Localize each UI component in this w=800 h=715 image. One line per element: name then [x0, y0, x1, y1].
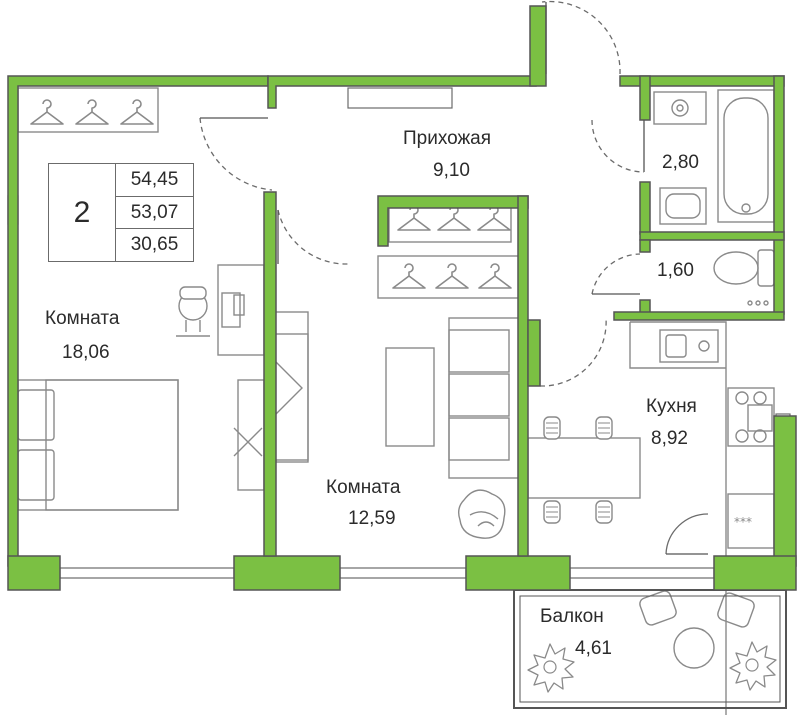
kitchen-name: Кухня [646, 396, 697, 417]
rooms-count: 2 [73, 195, 91, 229]
walls [7, 5, 797, 591]
balcony-inner [519, 595, 781, 703]
total-area: 54,45 [115, 164, 193, 196]
living-room-name: Комната [326, 477, 401, 498]
furniture: *** [17, 87, 777, 715]
bedroom-name: Комната [45, 308, 120, 329]
bedroom-area: 18,06 [62, 342, 110, 363]
door-swings [199, 0, 645, 387]
balcony-area: 4,61 [575, 638, 612, 659]
area-without-balcony: 53,07 [115, 196, 193, 228]
door-leaves [200, 2, 708, 555]
balcony-door-arc [665, 513, 709, 555]
balcony-name: Балкон [540, 606, 604, 627]
living-area: 30,65 [115, 228, 193, 261]
living-room-area: 12,59 [348, 508, 396, 529]
hall-area: 9,10 [433, 160, 470, 181]
wc-area: 1,60 [657, 260, 694, 281]
area-summary: 2 54,45 53,07 30,65 [48, 163, 194, 262]
kitchen-area: 8,92 [651, 428, 688, 449]
svg-text:***: *** [734, 515, 752, 529]
balcony-outline [513, 589, 787, 709]
bathroom-area: 2,80 [662, 152, 699, 173]
hall-name: Прихожая [403, 128, 492, 149]
